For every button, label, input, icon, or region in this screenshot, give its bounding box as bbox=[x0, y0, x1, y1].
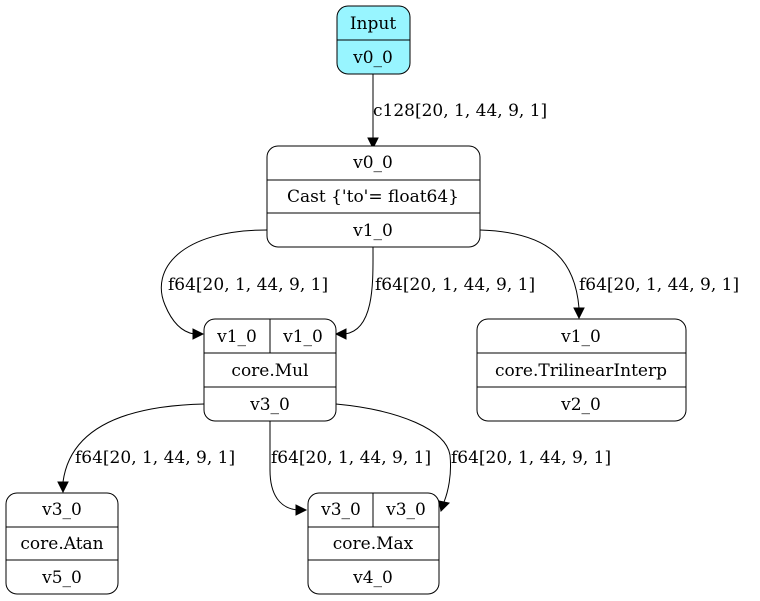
node-trilinear-in: v1_0 bbox=[560, 327, 601, 347]
edge-label-mul-to-max-a: f64[20, 1, 44, 9, 1] bbox=[271, 448, 431, 468]
node-cast-in: v0_0 bbox=[352, 153, 393, 173]
node-max[interactable]: v3_0 v3_0 core.Max v4_0 bbox=[307, 492, 440, 595]
node-cast[interactable]: v0_0 Cast {'to'= float64} v1_0 bbox=[266, 145, 481, 248]
node-max-out: v4_0 bbox=[352, 568, 393, 588]
node-trilinear[interactable]: v1_0 core.TrilinearInterp v2_0 bbox=[476, 318, 687, 422]
edge-cast-to-mul-a: f64[20, 1, 44, 9, 1] bbox=[160, 229, 328, 340]
node-max-op: core.Max bbox=[333, 534, 414, 554]
node-atan[interactable]: v3_0 core.Atan v5_0 bbox=[5, 492, 119, 595]
edge-mul-to-max-b: f64[20, 1, 44, 9, 1] bbox=[335, 403, 611, 513]
node-trilinear-out: v2_0 bbox=[560, 395, 601, 415]
node-max-in-a: v3_0 bbox=[320, 500, 361, 520]
node-mul-out: v3_0 bbox=[249, 395, 290, 415]
node-mul-in-b: v1_0 bbox=[282, 327, 323, 347]
edge-label-mul-to-max-b: f64[20, 1, 44, 9, 1] bbox=[451, 448, 611, 468]
node-cast-out: v1_0 bbox=[352, 221, 393, 241]
edge-label-mul-to-atan: f64[20, 1, 44, 9, 1] bbox=[75, 448, 235, 468]
edge-cast-to-trilinear: f64[20, 1, 44, 9, 1] bbox=[479, 229, 739, 320]
node-cast-op: Cast {'to'= float64} bbox=[287, 187, 459, 207]
edge-cast-to-mul-b: f64[20, 1, 44, 9, 1] bbox=[334, 246, 535, 340]
node-atan-op: core.Atan bbox=[20, 534, 103, 554]
node-input-title: Input bbox=[350, 14, 396, 34]
node-mul-in-a: v1_0 bbox=[216, 327, 257, 347]
node-input[interactable]: Input v0_0 bbox=[336, 5, 411, 75]
edge-input-to-cast: c128[20, 1, 44, 9, 1] bbox=[367, 74, 547, 150]
node-trilinear-op: core.TrilinearInterp bbox=[495, 361, 667, 381]
node-input-out: v0_0 bbox=[352, 48, 393, 68]
node-mul-op: core.Mul bbox=[231, 361, 308, 381]
node-max-in-b: v3_0 bbox=[385, 500, 426, 520]
node-atan-in: v3_0 bbox=[41, 500, 82, 520]
edge-mul-to-atan: f64[20, 1, 44, 9, 1] bbox=[57, 403, 235, 494]
node-mul[interactable]: v1_0 v1_0 core.Mul v3_0 bbox=[203, 318, 337, 422]
edge-mul-to-max-a: f64[20, 1, 44, 9, 1] bbox=[269, 421, 431, 516]
edge-label-cast-to-mul-a: f64[20, 1, 44, 9, 1] bbox=[168, 275, 328, 295]
edge-label-cast-to-mul-b: f64[20, 1, 44, 9, 1] bbox=[375, 275, 535, 295]
edge-label-cast-to-trilinear: f64[20, 1, 44, 9, 1] bbox=[579, 275, 739, 295]
edge-label-input-to-cast: c128[20, 1, 44, 9, 1] bbox=[373, 101, 547, 121]
node-atan-out: v5_0 bbox=[41, 568, 82, 588]
